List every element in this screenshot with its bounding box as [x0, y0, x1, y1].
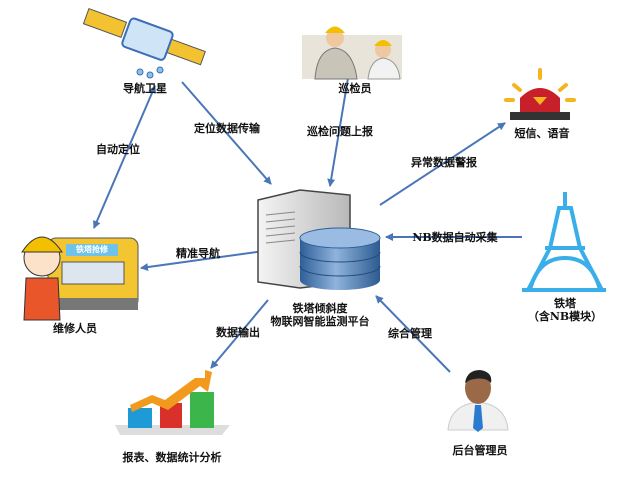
arrow-navigation: [140, 250, 265, 272]
edge-inspection-report: 巡检问题上报: [307, 125, 373, 138]
arrow-position-transfer: [181, 81, 272, 185]
edge-nb-collect: NB数据自动采集: [412, 231, 498, 244]
inspector-icon: [302, 26, 402, 80]
edge-abnormal-alarm: 异常数据警报: [411, 156, 477, 169]
label-alarm: 短信、语音: [514, 127, 570, 140]
arrow-data-output: [210, 299, 269, 369]
server-database-icon: [257, 189, 381, 290]
label-repair: 维修人员: [53, 322, 97, 335]
arrow-auto-locate: [93, 85, 156, 229]
label-platform-1: 铁塔倾斜度: [292, 302, 348, 315]
edge-navigation: 精准导航: [176, 247, 220, 260]
admin-person-icon: [447, 370, 509, 432]
label-satellite: 导航卫星: [123, 82, 167, 95]
arrow-inspection-report: [327, 77, 349, 187]
van-sign: 铁塔抢修: [76, 244, 108, 254]
label-admin: 后台管理员: [452, 444, 508, 457]
edge-data-output: 数据输出: [216, 326, 260, 339]
repair-person-icon: [21, 236, 63, 321]
edge-position-transfer: 定位数据传输: [194, 122, 260, 135]
tower-icon: [522, 192, 606, 292]
arrow-abnormal-alarm: [379, 122, 506, 206]
edge-auto-locate: 自动定位: [96, 143, 140, 156]
satellite-icon: [82, 8, 206, 79]
label-report: 报表、数据统计分析: [122, 451, 222, 464]
repair-van-icon: [47, 237, 139, 310]
edge-management: 综合管理: [388, 327, 432, 340]
label-tower-sub: （含NB模块）: [527, 310, 603, 323]
arrow-management: [375, 295, 451, 373]
bar-chart-icon: [115, 370, 230, 435]
label-tower: 铁塔: [554, 297, 576, 310]
label-platform-2: 物联网智能监测平台: [270, 315, 370, 328]
label-inspector: 巡检员: [338, 82, 372, 95]
alarm-light-icon: [504, 68, 576, 120]
